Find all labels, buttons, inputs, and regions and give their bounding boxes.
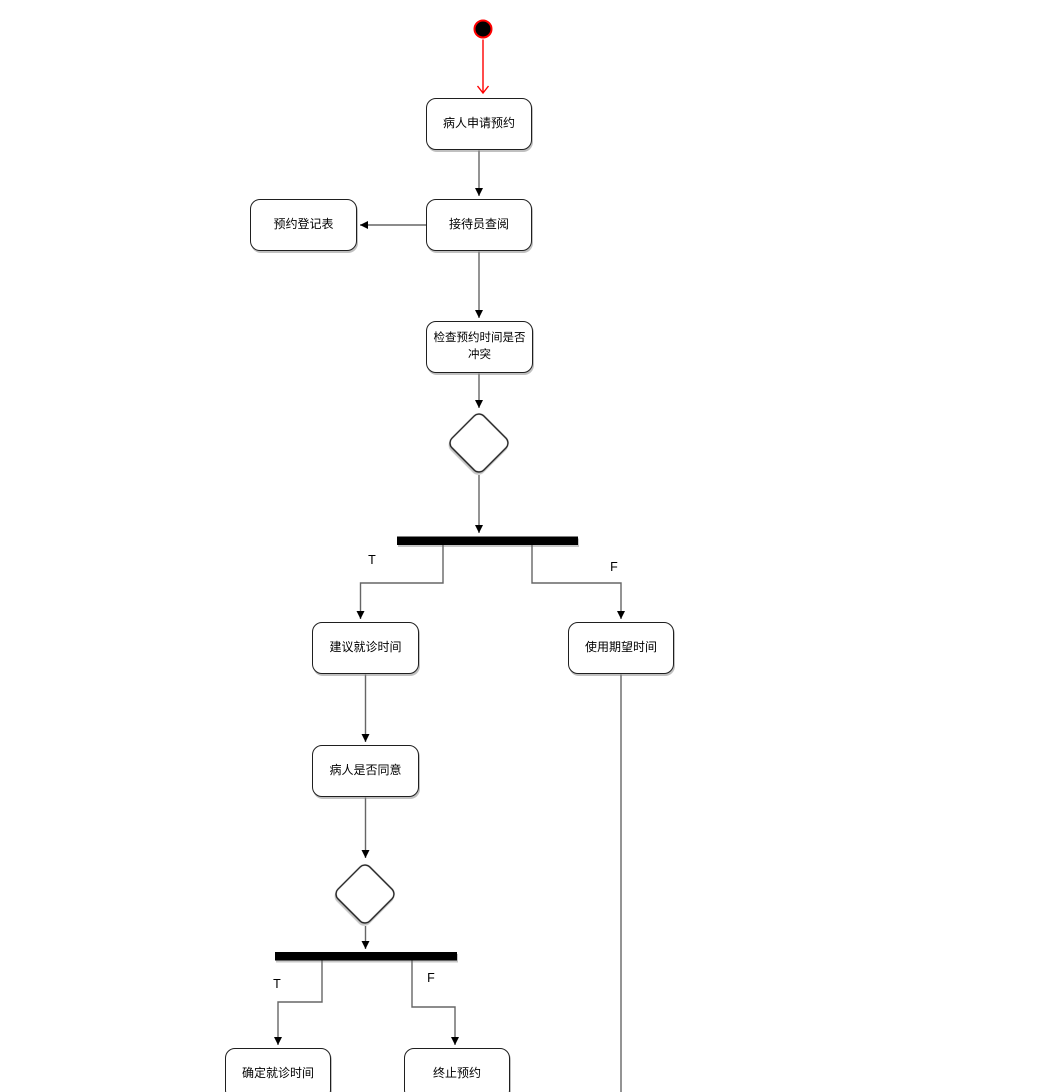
guard-label-fork1-false[interactable]: F [610,560,618,574]
activity-node-agree-label: 病人是否同意 [329,763,402,778]
activity-node-apply[interactable]: 病人申请预约 [426,98,532,150]
activity-node-check[interactable]: 检查预约时间是否冲突 [426,321,533,373]
activity-node-check-label: 检查预约时间是否冲突 [433,332,526,361]
guard-label-fork1-true[interactable]: T [368,553,376,567]
activity-node-confirm[interactable]: 确定就诊时间 [225,1048,331,1092]
activity-node-apply-label: 病人申请预约 [442,116,515,131]
activity-node-terminate[interactable]: 终止预约 [404,1048,510,1092]
initial-node[interactable] [473,19,493,39]
open-arrowhead-icon [476,85,490,95]
activity-node-terminate-label: 终止预约 [432,1066,481,1081]
activity-node-register[interactable]: 预约登记表 [250,199,357,251]
decision-node-1[interactable] [447,411,511,475]
activity-node-confirm-label: 确定就诊时间 [241,1066,314,1081]
guard-label-fork2-true[interactable]: T [273,977,281,991]
activity-node-agree[interactable]: 病人是否同意 [312,745,419,797]
activity-node-use-expected[interactable]: 使用期望时间 [568,622,674,674]
edge-fork2-true-to-confirm[interactable] [274,960,323,1046]
activity-node-suggest-label: 建议就诊时间 [329,640,402,655]
activity-node-suggest[interactable]: 建议就诊时间 [312,622,419,674]
activity-node-register-label: 预约登记表 [273,217,334,232]
edge-fork1-true-to-suggest[interactable] [356,545,444,619]
edge-fork2-false-to-terminate[interactable] [411,960,459,1046]
edge-fork1-false-to-expected[interactable] [531,545,625,619]
guard-label-fork2-false[interactable]: F [427,971,435,985]
activity-node-review[interactable]: 接待员查阅 [426,199,532,251]
activity-node-review-label: 接待员查阅 [448,217,509,232]
fork-bar-1[interactable] [397,536,578,546]
decision-node-2[interactable] [333,862,397,926]
activity-node-use-expected-label: 使用期望时间 [584,640,657,655]
fork-bar-2[interactable] [275,952,457,961]
